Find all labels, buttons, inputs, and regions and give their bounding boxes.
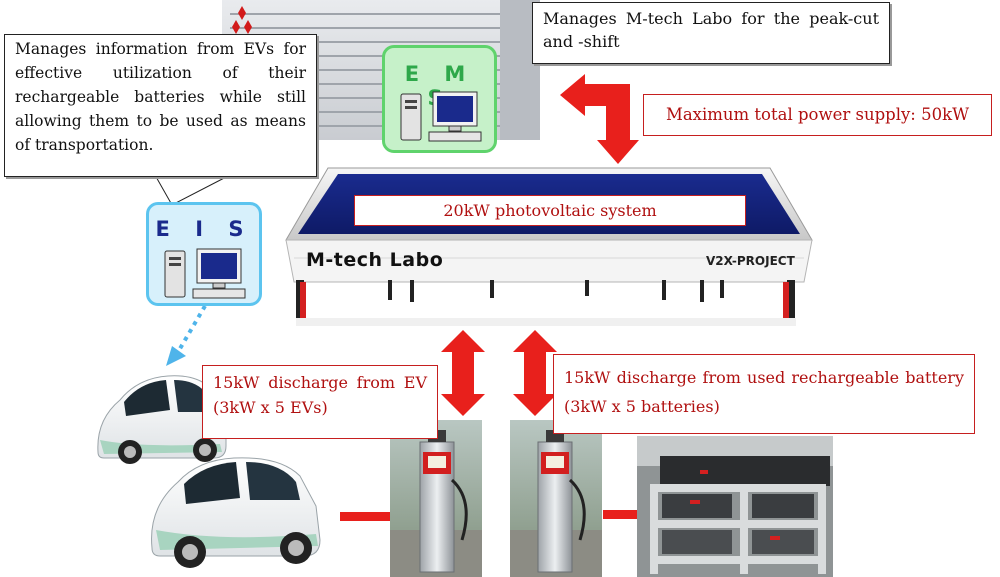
company-logo (232, 6, 252, 34)
eis-callout: Manages information from EVs for effecti… (4, 34, 317, 177)
computer-icon (164, 248, 246, 299)
charger-photo-2 (510, 420, 602, 577)
eis-system: E I S (146, 202, 262, 306)
electric-vehicle-1 (97, 375, 227, 464)
pv-system-label: 20kW photovoltaic system (354, 195, 746, 226)
battery-discharge-arrow (513, 330, 557, 416)
ems-system: E M S (382, 45, 497, 153)
battery-connection (603, 510, 637, 519)
grid-supply-arrow (560, 74, 639, 164)
eis-callout-tail (154, 174, 231, 206)
eis-ev-wireless-link (166, 304, 207, 366)
project-name: V2X-PROJECT (706, 254, 795, 268)
ev-discharge-label: 15kW discharge from EV (3kW x 5 EVs) (202, 365, 438, 439)
charger-photo-1 (390, 420, 482, 577)
battery-discharge-label: 15kW discharge from used rechargeable ba… (553, 354, 975, 434)
eis-title: E I S (155, 217, 253, 241)
eis-callout-text: Manages information from EVs for effecti… (15, 40, 306, 154)
ev-charger-connection (340, 512, 392, 521)
ev-discharge-arrow (441, 330, 485, 416)
ems-callout-text: Manages M-tech Labo for the peak-cut and… (543, 9, 879, 51)
electric-vehicle-2 (151, 457, 321, 568)
m-tech-labo-canopy (285, 167, 813, 326)
facility-name: M-tech Labo (306, 249, 444, 271)
battery-rack-photo (637, 436, 833, 577)
power-supply-label: Maximum total power supply: 50kW (643, 94, 992, 136)
ems-callout: Manages M-tech Labo for the peak-cut and… (532, 2, 890, 64)
computer-icon (400, 91, 482, 142)
